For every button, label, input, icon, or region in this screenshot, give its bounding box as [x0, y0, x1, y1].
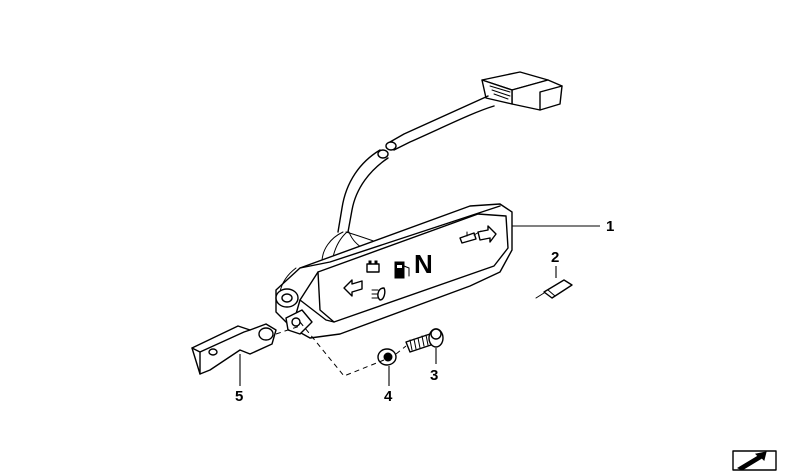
neutral-indicator-symbol: N: [414, 249, 433, 279]
part-label-4: 4: [384, 388, 393, 405]
headlight-icon: [371, 287, 386, 301]
part-2-bulb: [535, 279, 573, 299]
panel-symbols: N: [343, 225, 497, 301]
part-5-bracket: [191, 323, 277, 375]
fuel-pump-icon: [394, 261, 410, 279]
part-label-1: 1: [606, 218, 614, 235]
part-4-washer: [377, 348, 397, 366]
part-label-2: 2: [551, 249, 559, 266]
battery-icon: [366, 260, 380, 273]
leader-lines: [239, 225, 600, 386]
connector-plug: [481, 71, 563, 111]
corner-arrow-icon: [732, 450, 777, 471]
turn-right-arrow-icon: [477, 225, 497, 243]
part-label-3: 3: [430, 367, 438, 384]
part-3-screw: [405, 328, 444, 353]
assembly-lines: [275, 321, 407, 377]
part-label-5: 5: [235, 388, 243, 405]
oil-can-icon: [459, 230, 482, 244]
switch-housing: [275, 203, 513, 339]
turn-left-arrow-icon: [343, 279, 363, 297]
